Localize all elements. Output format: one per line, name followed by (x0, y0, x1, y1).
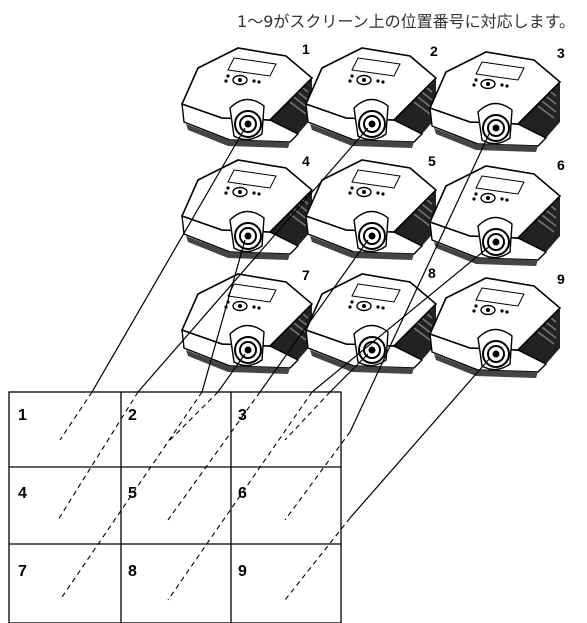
projector-2 (306, 48, 436, 148)
screen-cell-number: 9 (238, 563, 247, 580)
projector-number: 6 (557, 157, 565, 173)
screen-cell-number: 2 (128, 407, 137, 424)
screen-cell-number: 6 (238, 485, 247, 502)
screen-cell-number: 1 (18, 407, 27, 424)
projector-icon (306, 48, 436, 148)
screen-cell-number: 4 (18, 485, 27, 502)
screen-cell-number: 7 (18, 563, 27, 580)
projector-number: 7 (302, 267, 310, 283)
projector-number: 2 (430, 43, 438, 59)
projector-number: 8 (428, 265, 436, 281)
screen-cell-number: 8 (128, 563, 137, 580)
projector-number: 5 (428, 153, 436, 169)
projector-icon (430, 166, 560, 266)
projector-icon (306, 160, 436, 260)
projector-1 (182, 48, 312, 148)
projector-icon (430, 278, 560, 378)
screen-grid (9, 392, 341, 623)
projector-number: 4 (302, 153, 310, 169)
projector-6 (430, 166, 560, 266)
projector-icon (182, 48, 312, 148)
projector-number: 3 (557, 45, 565, 61)
projector-4 (182, 160, 312, 260)
projector-number: 1 (302, 41, 310, 57)
projection-dashes (58, 392, 350, 600)
projector-icon (182, 274, 312, 374)
projector-icon (430, 52, 560, 152)
projector-7 (182, 274, 312, 374)
projector-3 (430, 52, 560, 152)
projector-5 (306, 160, 436, 260)
projector-icon (182, 160, 312, 260)
screen-cell-number: 3 (238, 407, 247, 424)
projector-9 (430, 278, 560, 378)
projector-number: 9 (557, 271, 565, 287)
screen-cell-number: 5 (128, 485, 137, 502)
